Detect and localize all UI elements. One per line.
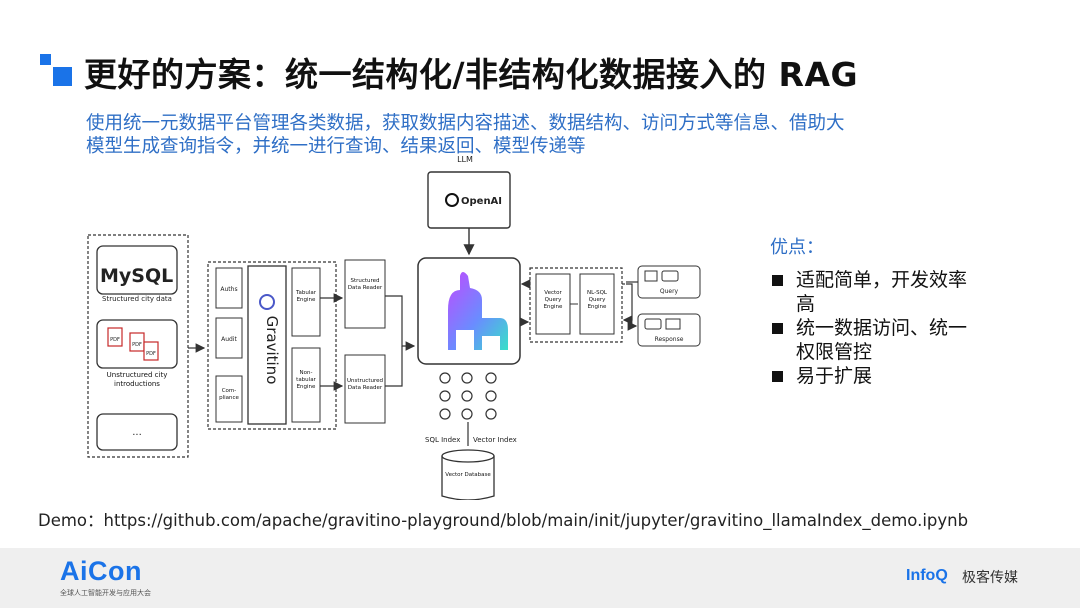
structured-reader-box [344,259,386,329]
response-box [637,313,701,347]
compliance-box [215,375,243,423]
vector-query-engine-box [535,273,571,335]
audit-label: Audit [221,336,237,343]
index-nodes [439,372,497,420]
advantage-item: 统一数据访问、统一权限管控 [770,316,980,364]
mysql-logo: MySQL [100,265,173,287]
pdf-tag: PDF [110,337,120,343]
title-logo-mark [40,54,72,86]
vector-index-label: Vector Index [473,436,517,444]
structured-source-label: Structured city data [102,295,172,303]
vector-query-engine-label: Vector Query Engine [543,290,563,310]
ai-icon [665,318,681,330]
pdf-tag: PDF [132,342,142,348]
advantage-item: 易于扩展 [770,364,980,388]
geek-media-label: 极客传媒 [962,570,1018,586]
infoq-logo: InfoQ [906,567,948,584]
nl-sql-engine-label: NL-SQL Query Engine [587,290,607,310]
aicon-logo: AiCon [60,556,142,586]
compliance-label: Com-pliance [219,388,239,401]
demo-link[interactable]: Demo：https://github.com/apache/gravitino… [38,511,969,530]
slide-title: 更好的方案：统一结构化/非结构化数据接入的 RAG [84,55,859,94]
llama-icon [448,272,508,350]
non-tabular-engine-label: Non-tabular Engine [296,370,316,390]
unstructured-reader-box [344,354,386,424]
query-engines-group [529,267,623,343]
auth-box [215,267,243,309]
more-sources-box [96,413,178,451]
response-label: Response [655,336,684,343]
data-sources-group [87,234,189,458]
mysql-box [96,245,178,295]
query-label: Query [660,288,679,295]
gravitino-group [207,261,337,430]
structured-reader-label: Structured Data Reader [347,278,383,291]
query-icon [644,270,658,282]
auth-label: Auths [220,286,237,293]
gravitino-box [247,265,287,425]
vector-db-label: Vector Database [445,472,491,478]
architecture-diagram: LLM OpenAI MySQL Structured city data PD… [87,155,701,500]
audit-box [215,317,243,359]
pdf-tag: PDF [146,351,156,357]
vector-db-cylinder [441,456,495,500]
message-icon [644,318,662,330]
openai-icon [445,193,459,207]
advantage-item: 适配简单，开发效率高 [770,268,980,316]
pdf-icon [143,341,159,361]
pdf-icon [107,327,123,347]
openai-label: OpenAI [461,196,502,207]
gravitino-label: Gravitino [263,316,281,385]
slide-subtitle: 使用统一元数据平台管理各类数据，获取数据内容描述、数据结构、访问方式等信息、借助… [86,113,845,157]
unstructured-reader-label: Unstructured Data Reader [347,378,383,391]
tabular-engine-label: Tabular Engine [296,290,316,303]
llm-label: LLM [457,155,473,164]
footer-bar [0,548,1080,608]
sql-index-label: SQL Index [425,436,460,444]
gravitino-icon [259,294,275,310]
advantages-list: 适配简单，开发效率高 统一数据访问、统一权限管控 易于扩展 [770,268,980,388]
nl-sql-engine-box [579,273,615,335]
more-sources-label: ... [132,427,142,438]
aicon-subtitle: 全球人工智能开发与应用大会 [60,589,151,597]
chat-icon [661,270,679,282]
unstructured-source-label: Unstructured city introductions [106,371,168,388]
advantages-heading: 优点： [770,237,824,258]
tabular-engine-box [291,267,321,337]
non-tabular-engine-box [291,347,321,423]
